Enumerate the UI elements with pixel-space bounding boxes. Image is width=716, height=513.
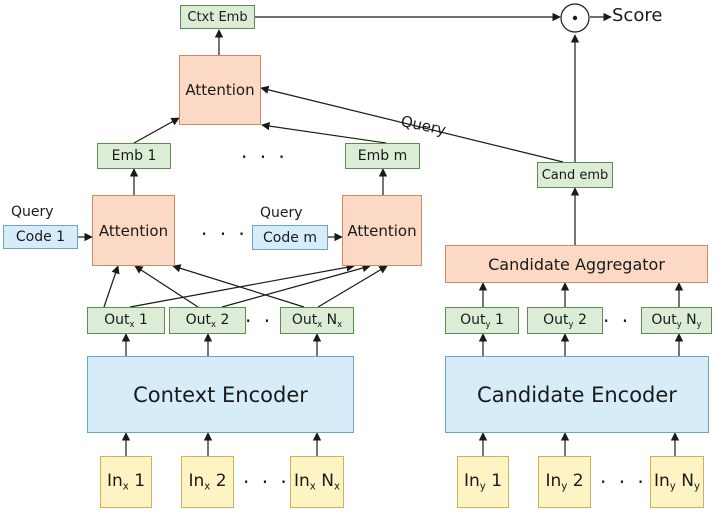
score-label: Score (612, 5, 663, 26)
ctx-input-ellipsis: · · · (243, 470, 290, 494)
top-attention-box: Attention (179, 55, 261, 125)
ctx-input-2: Inx 2 (181, 456, 234, 508)
cand-input-1: Iny 1 (457, 456, 509, 508)
ctx-output-n-label: Outx Nx (291, 312, 343, 329)
top-attention-label: Attention (185, 81, 255, 99)
arrow-emb1-att (133, 117, 180, 144)
emb1-label: Emb 1 (111, 148, 157, 164)
query-label-mid: Query (260, 205, 303, 221)
arrow-on-attr (317, 265, 388, 308)
code1-label: Code 1 (15, 229, 66, 245)
cand-output-1: Outy 1 (445, 307, 519, 334)
context-encoder-box: Context Encoder (87, 356, 354, 433)
ctxt-emb-label: Ctxt Emb (187, 9, 248, 25)
cand-emb-label: Cand emb (541, 167, 609, 183)
query-label-left: Query (11, 204, 54, 220)
attention-left-box: Attention (92, 195, 175, 266)
attention-left-label: Attention (98, 221, 169, 240)
ctx-output-2-label: Outx 2 (185, 312, 230, 329)
ctx-input-n: Inx Nx (290, 456, 344, 508)
arrow-query-att (260, 85, 564, 163)
cand-output-2: Outy 2 (527, 307, 603, 334)
cand-emb-box: Cand emb (537, 162, 613, 188)
cand-input-2-label: Iny 2 (545, 471, 584, 493)
emb1-box: Emb 1 (97, 143, 171, 169)
arrow-o1-attr (129, 263, 355, 308)
cand-output-2-label: Outy 2 (543, 312, 587, 329)
embm-box: Emb m (345, 143, 420, 169)
ctx-output-n: Outx Nx (280, 307, 354, 334)
candidate-aggregator-box: Candidate Aggregator (445, 245, 708, 283)
attention-right-box: Attention (342, 195, 422, 266)
ctx-output-1: Outx 1 (87, 307, 165, 334)
cand-output-n-label: Outy Ny (651, 312, 702, 329)
candidate-aggregator-label: Candidate Aggregator (488, 254, 665, 274)
cand-input-2: Iny 2 (538, 456, 591, 508)
candidate-encoder-label: Candidate Encoder (477, 382, 677, 407)
codem-box: Code m (252, 225, 328, 250)
cand-input-n: Iny Ny (650, 456, 704, 508)
attention-ellipsis: · · · (201, 222, 248, 246)
arrow-embm-att (261, 121, 387, 144)
codem-label: Code m (263, 229, 317, 246)
ctx-input-n-label: Inx Nx (294, 471, 340, 493)
candidate-encoder-box: Candidate Encoder (445, 356, 709, 433)
ctxt-emb-box: Ctxt Emb (180, 5, 255, 29)
cand-input-n-label: Iny Ny (654, 471, 700, 493)
cand-input-ellipsis: · · · (600, 470, 647, 494)
arrow-on-attl (172, 264, 305, 308)
attention-right-label: Attention (347, 221, 417, 240)
cand-output-ellipsis: · · · (603, 309, 650, 333)
ctx-input-1-label: Inx 1 (106, 471, 146, 493)
cand-output-n: Outy Ny (641, 307, 712, 334)
ctx-input-2-label: Inx 2 (188, 471, 227, 493)
arrow-o2-attr (221, 263, 371, 308)
dot-product-center (572, 15, 578, 21)
arrow-o1-attl (103, 265, 120, 308)
code1-box: Code 1 (3, 225, 78, 249)
arrow-o2-attl (134, 265, 199, 308)
cand-input-1-label: Iny 1 (463, 471, 503, 493)
emb-ellipsis: · · · (241, 145, 288, 169)
cand-output-1-label: Outy 1 (460, 312, 504, 329)
embm-label: Emb m (357, 148, 408, 164)
ctx-output-2: Outx 2 (169, 307, 246, 334)
context-encoder-label: Context Encoder (133, 382, 308, 407)
ctx-output-1-label: Outx 1 (104, 312, 148, 329)
ctx-input-1: Inx 1 (100, 456, 152, 508)
